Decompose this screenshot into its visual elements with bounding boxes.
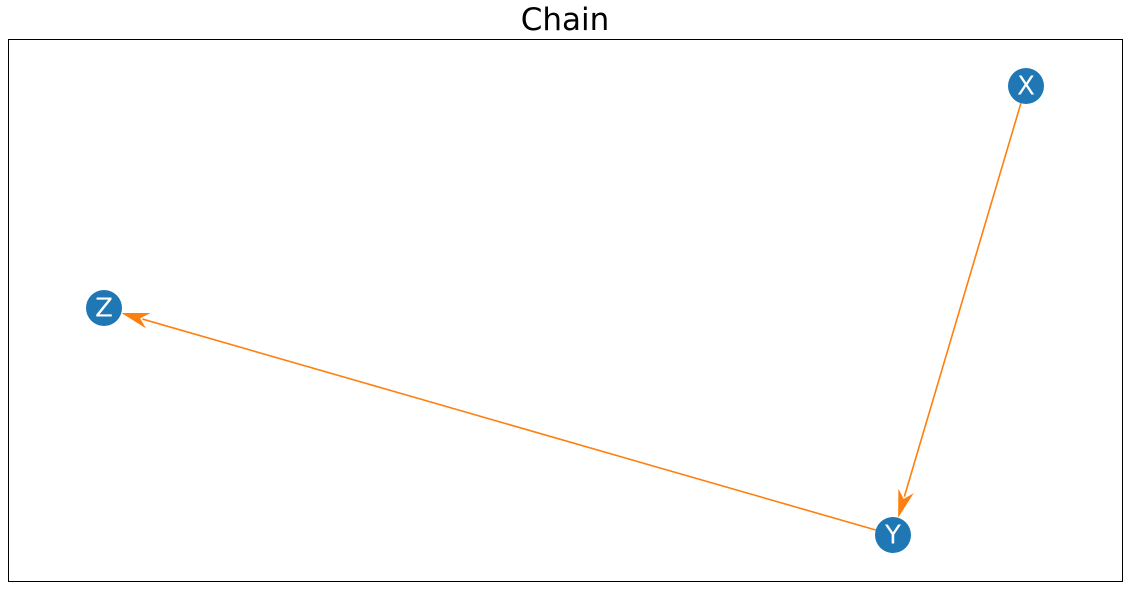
edge-line (142, 318, 876, 531)
edge-x-to-y (898, 103, 1022, 518)
node-label: Z (95, 294, 113, 324)
node-label: Y (884, 521, 901, 551)
diagram-title: Chain (520, 2, 610, 38)
edges-layer (121, 103, 1022, 531)
nodes-layer: X Y Z (86, 68, 1044, 553)
arrowhead-icon (121, 312, 151, 329)
edge-y-to-z (121, 312, 876, 531)
edge-line (903, 103, 1022, 497)
plot-frame (8, 39, 1123, 582)
node-y: Y (875, 517, 911, 553)
node-circle (86, 290, 122, 326)
node-z: Z (86, 290, 122, 326)
node-x: X (1008, 68, 1044, 104)
node-circle (875, 517, 911, 553)
arrowhead-icon (898, 488, 914, 518)
node-label: X (1017, 72, 1035, 102)
node-circle (1008, 68, 1044, 104)
